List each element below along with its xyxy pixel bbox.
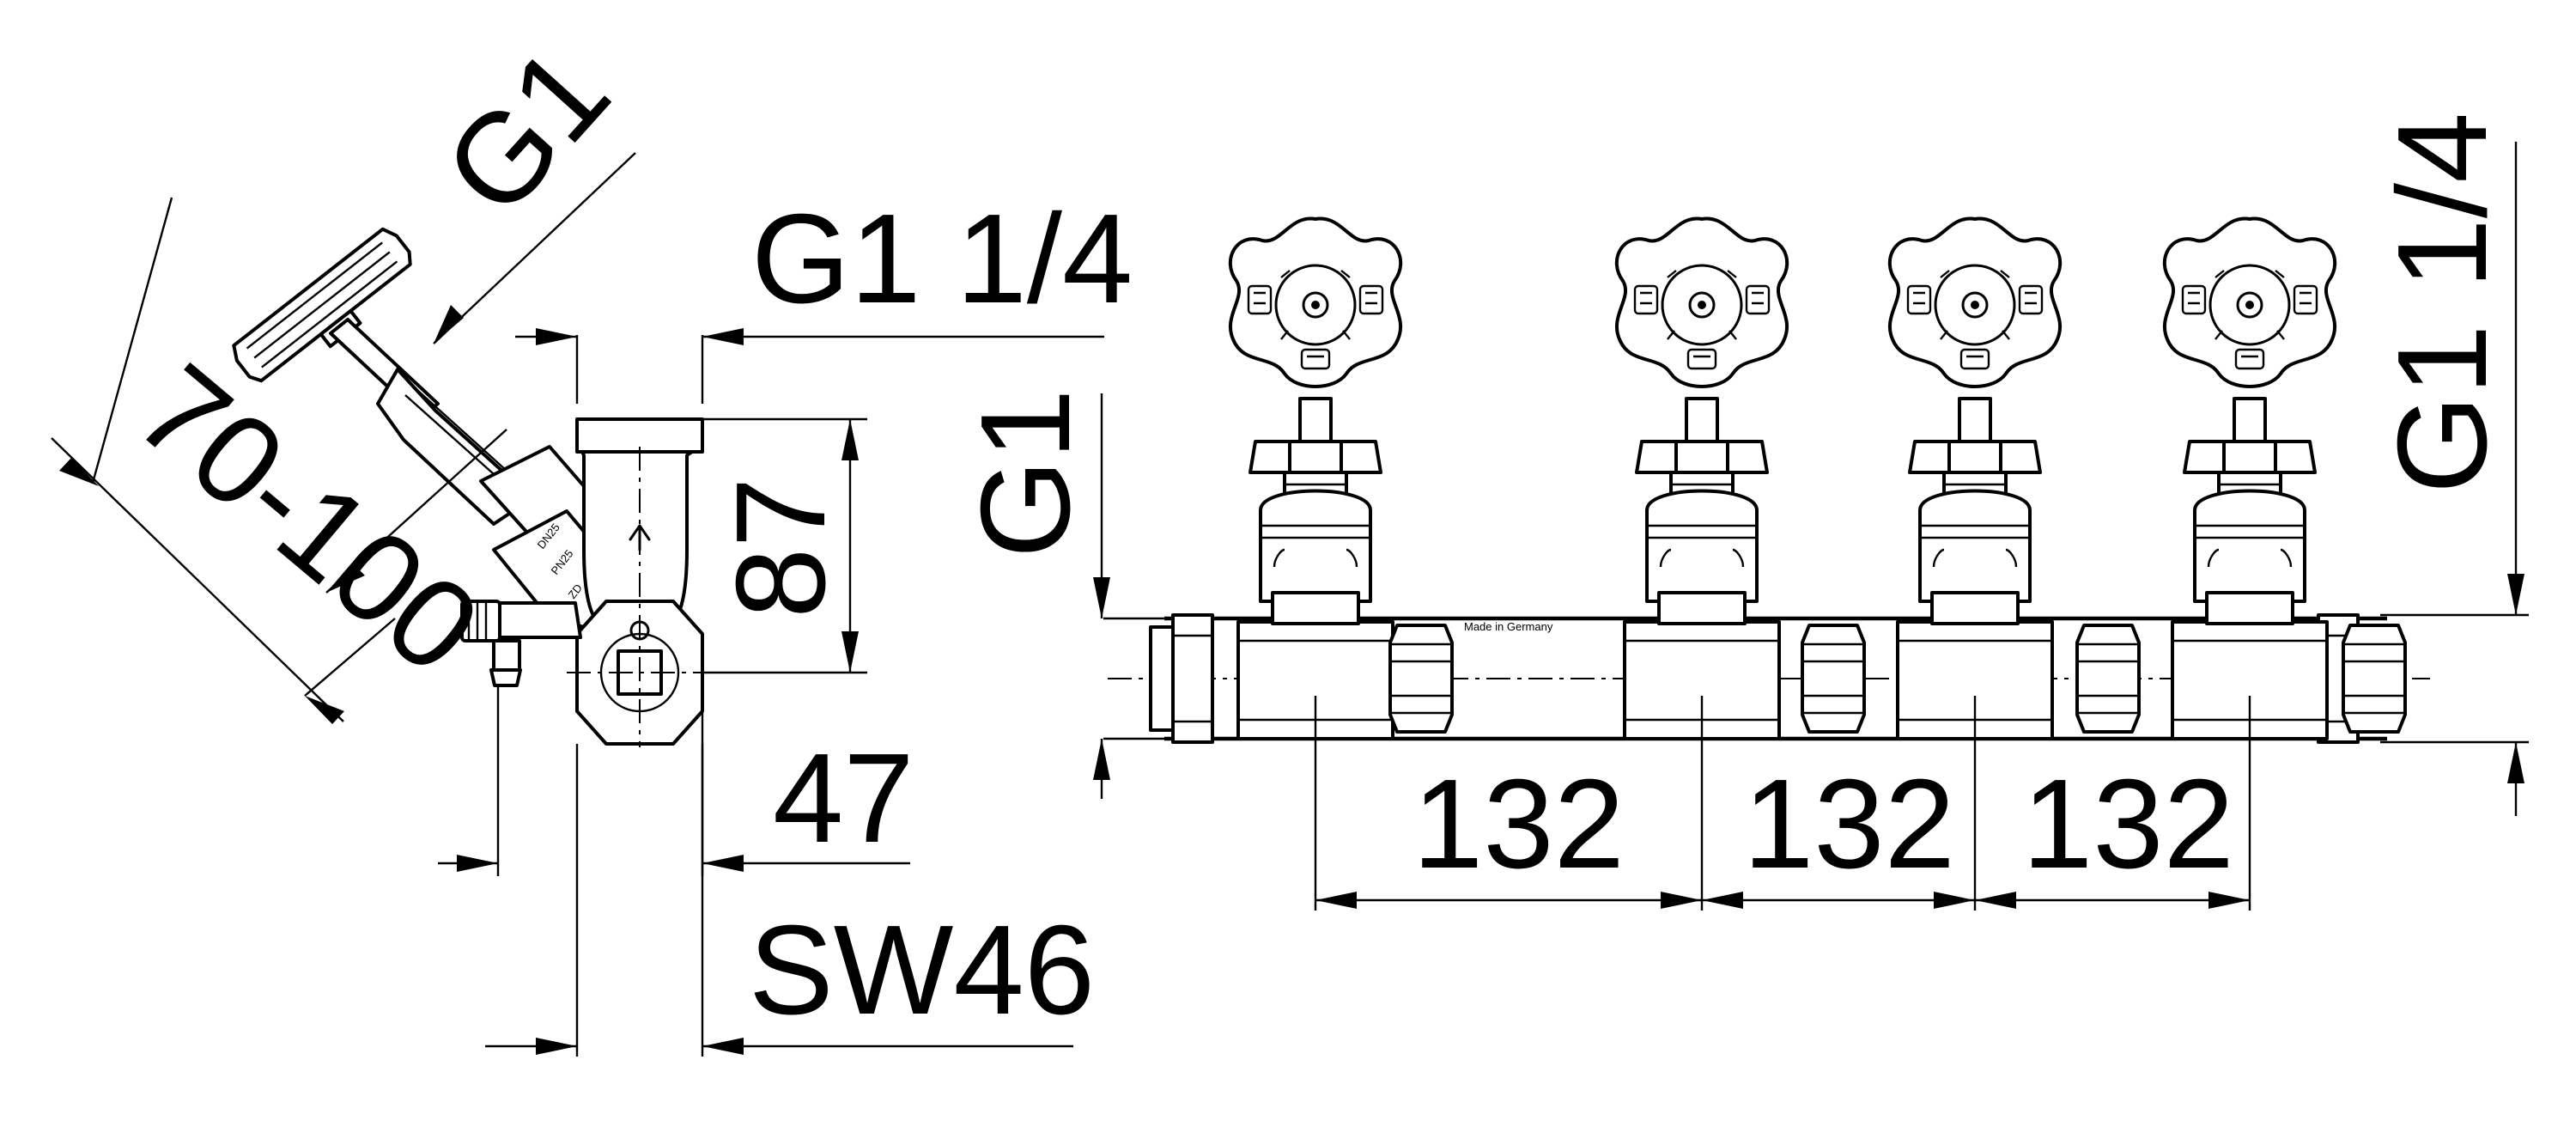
drain-valve-icon: [460, 600, 582, 687]
angle-valve-view: DN25 PN25 ZD: [232, 227, 721, 747]
manifold-end-thread-label: G1 1/4: [2372, 113, 2513, 494]
valve-station-4: [2171, 397, 2329, 740]
handwheel-icon: [1228, 216, 1403, 388]
angle-top-thread-label: G1 1/4: [751, 188, 1133, 330]
handwheel-icon: [1614, 216, 1789, 388]
handwheel-icon: [2162, 216, 2337, 388]
handwheel-icon: [1887, 216, 2063, 388]
valve-station-1: [1236, 397, 1394, 740]
valve-station-2: [1623, 397, 1781, 740]
union-nut-3: [2075, 624, 2141, 734]
manifold-side-thread-label: G1: [955, 389, 1097, 558]
union-nut-4: [2342, 624, 2407, 734]
manifold-view: Made in Germany: [1108, 216, 2430, 744]
valve-station-3: [1896, 397, 2054, 740]
angle-thread-label: G1: [417, 21, 636, 241]
manifold-dimensions: G1 G1 1/4 132 132 132: [955, 113, 2529, 911]
union-nut-1: [1388, 624, 1454, 734]
pipe-marking: Made in Germany: [1464, 620, 1553, 633]
spacing-3-label: 132: [2022, 753, 2234, 895]
angle-handwheel-label: 70-100: [111, 338, 505, 701]
angle-wrench-label: SW46: [749, 899, 1095, 1041]
spacing-2-label: 132: [1743, 753, 1955, 895]
angle-height-label: 87: [710, 477, 852, 618]
spacing-1-label: 132: [1413, 753, 1625, 895]
angle-offset-label: 47: [773, 728, 914, 869]
union-nut-2: [1801, 624, 1866, 734]
